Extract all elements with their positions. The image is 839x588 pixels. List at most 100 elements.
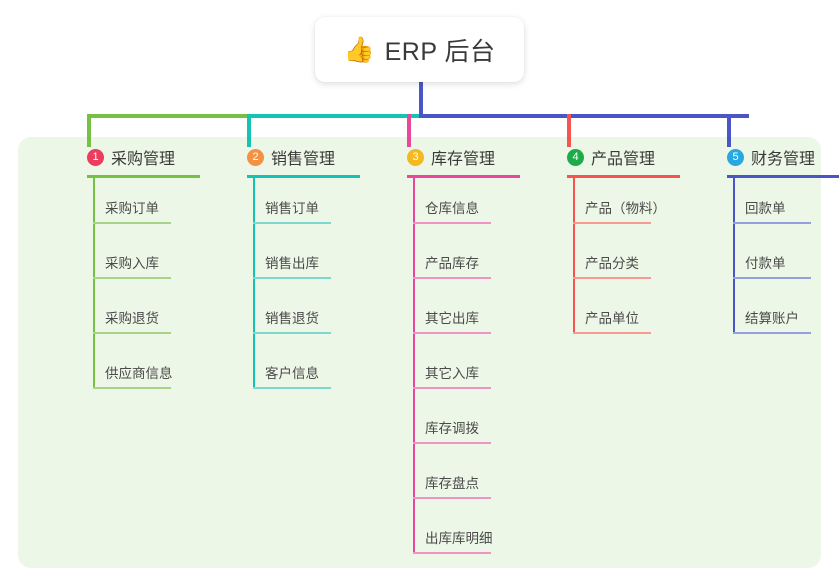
branch-item-underline xyxy=(413,497,491,499)
branch-item-list: 仓库信息产品库存其它出库其它入库库存调拨库存盘点出库库明细 xyxy=(385,178,545,563)
branch-item-label: 销售退货 xyxy=(265,311,319,326)
branch-item-list: 采购订单采购入库采购退货供应商信息 xyxy=(65,178,225,398)
thumbs-up-icon: 👍 xyxy=(343,35,375,64)
branch-item[interactable]: 其它入库 xyxy=(385,343,545,398)
branch-item[interactable]: 销售出库 xyxy=(225,233,385,288)
branch-item-label: 客户信息 xyxy=(265,366,319,381)
branch-header-3[interactable]: 3 库存管理 xyxy=(385,137,545,178)
branch-number-badge: 1 xyxy=(87,148,104,166)
branch-item-label: 产品库存 xyxy=(425,256,479,271)
connector-drop-5 xyxy=(727,114,731,147)
branch-item[interactable]: 采购订单 xyxy=(65,178,225,233)
connector-drop-4 xyxy=(567,114,571,147)
branch-item-label: 采购订单 xyxy=(105,201,159,216)
branch-stem-line xyxy=(573,178,575,334)
branch-item-underline xyxy=(573,277,651,279)
branch-item[interactable]: 其它出库 xyxy=(385,288,545,343)
branch-number-badge: 2 xyxy=(247,148,264,166)
branch-item[interactable]: 产品库存 xyxy=(385,233,545,288)
branch-item-underline xyxy=(733,277,811,279)
branch-item[interactable]: 出库库明细 xyxy=(385,508,545,563)
root-node-title: ERP 后台 xyxy=(384,37,496,66)
branch-item-underline xyxy=(413,387,491,389)
branch-stem-line xyxy=(733,178,735,334)
branch-item-underline xyxy=(253,387,331,389)
connector-drop-2 xyxy=(247,114,251,147)
branch-column-3: 3 库存管理仓库信息产品库存其它出库其它入库库存调拨库存盘点出库库明细 xyxy=(385,137,545,554)
branch-item-underline xyxy=(253,277,331,279)
branch-item-underline xyxy=(93,387,171,389)
branch-item-underline xyxy=(573,222,651,224)
branch-item[interactable]: 付款单 xyxy=(705,233,839,288)
branch-item-underline xyxy=(733,332,811,334)
connector-bar-segment xyxy=(250,114,421,118)
branch-item-list: 产品（物料） 产品分类产品单位 xyxy=(545,178,705,343)
branch-number-badge: 4 xyxy=(567,148,584,166)
branch-header-1[interactable]: 1 采购管理 xyxy=(65,137,225,178)
branch-header-5[interactable]: 5 财务管理 xyxy=(705,137,839,178)
branch-item-list: 销售订单销售出库销售退货客户信息 xyxy=(225,178,385,398)
branch-item-label: 销售订单 xyxy=(265,201,319,216)
branch-item[interactable]: 产品（物料） xyxy=(545,178,705,233)
branch-item-label: 出库库明细 xyxy=(425,531,493,546)
branch-item-label: 仓库信息 xyxy=(425,201,479,216)
branch-item-label: 其它出库 xyxy=(425,311,479,326)
branch-item-underline xyxy=(733,222,811,224)
branch-header-underline xyxy=(727,175,839,178)
branch-title: 库存管理 xyxy=(431,151,496,168)
branch-title: 财务管理 xyxy=(751,151,816,168)
branch-panel-background xyxy=(18,137,821,568)
branch-item[interactable]: 供应商信息 xyxy=(65,343,225,398)
branch-header-underline xyxy=(407,175,520,178)
branch-item-underline xyxy=(413,222,491,224)
branch-item[interactable]: 采购退货 xyxy=(65,288,225,343)
branch-title: 产品管理 xyxy=(591,151,656,168)
branch-item[interactable]: 产品分类 xyxy=(545,233,705,288)
connector-drop-3 xyxy=(407,114,411,147)
branch-item[interactable]: 产品单位 xyxy=(545,288,705,343)
branch-item[interactable]: 回款单 xyxy=(705,178,839,233)
branch-item[interactable]: 采购入库 xyxy=(65,233,225,288)
root-node-card[interactable]: 👍 ERP 后台 xyxy=(315,17,524,82)
branch-item-label: 库存调拨 xyxy=(425,421,479,436)
branch-item-label: 库存盘点 xyxy=(425,476,479,491)
branch-item-label: 付款单 xyxy=(745,256,786,271)
branch-item[interactable]: 客户信息 xyxy=(225,343,385,398)
branch-item[interactable]: 库存盘点 xyxy=(385,453,545,508)
branch-item-label: 销售出库 xyxy=(265,256,319,271)
branch-column-2: 2 销售管理销售订单销售出库销售退货客户信息 xyxy=(225,137,385,389)
branch-columns: 1 采购管理采购订单采购入库采购退货供应商信息 2 销售管理销售订单销售出库销售退货客… xyxy=(18,137,839,568)
branch-header-underline xyxy=(87,175,200,178)
branch-item-label: 采购入库 xyxy=(105,256,159,271)
branch-item-underline xyxy=(413,277,491,279)
root-trunk-connector xyxy=(419,82,423,118)
branch-header-2[interactable]: 2 销售管理 xyxy=(225,137,385,178)
branch-item-underline xyxy=(413,442,491,444)
branch-stem-line xyxy=(93,178,95,389)
branch-item-underline xyxy=(253,332,331,334)
branch-item-underline xyxy=(573,332,651,334)
branch-item-label: 产品分类 xyxy=(585,256,639,271)
branch-item[interactable]: 销售订单 xyxy=(225,178,385,233)
branch-item[interactable]: 销售退货 xyxy=(225,288,385,343)
branch-stem-line xyxy=(253,178,255,389)
branch-stem-line xyxy=(413,178,415,554)
branch-number-badge: 3 xyxy=(407,148,424,166)
connector-drop-1 xyxy=(87,114,91,147)
branch-item[interactable]: 仓库信息 xyxy=(385,178,545,233)
branch-number-badge: 5 xyxy=(727,148,744,166)
branch-item-underline xyxy=(413,332,491,334)
branch-item-label: 产品（物料） xyxy=(585,201,666,216)
branch-item-underline xyxy=(413,552,491,554)
branch-item[interactable]: 结算账户 xyxy=(705,288,839,343)
branch-item-label: 回款单 xyxy=(745,201,786,216)
branch-header-underline xyxy=(567,175,680,178)
branch-header-underline xyxy=(247,175,360,178)
branch-item[interactable]: 库存调拨 xyxy=(385,398,545,453)
branch-title: 采购管理 xyxy=(111,151,176,168)
branch-header-4[interactable]: 4 产品管理 xyxy=(545,137,705,178)
branch-title: 销售管理 xyxy=(271,151,336,168)
